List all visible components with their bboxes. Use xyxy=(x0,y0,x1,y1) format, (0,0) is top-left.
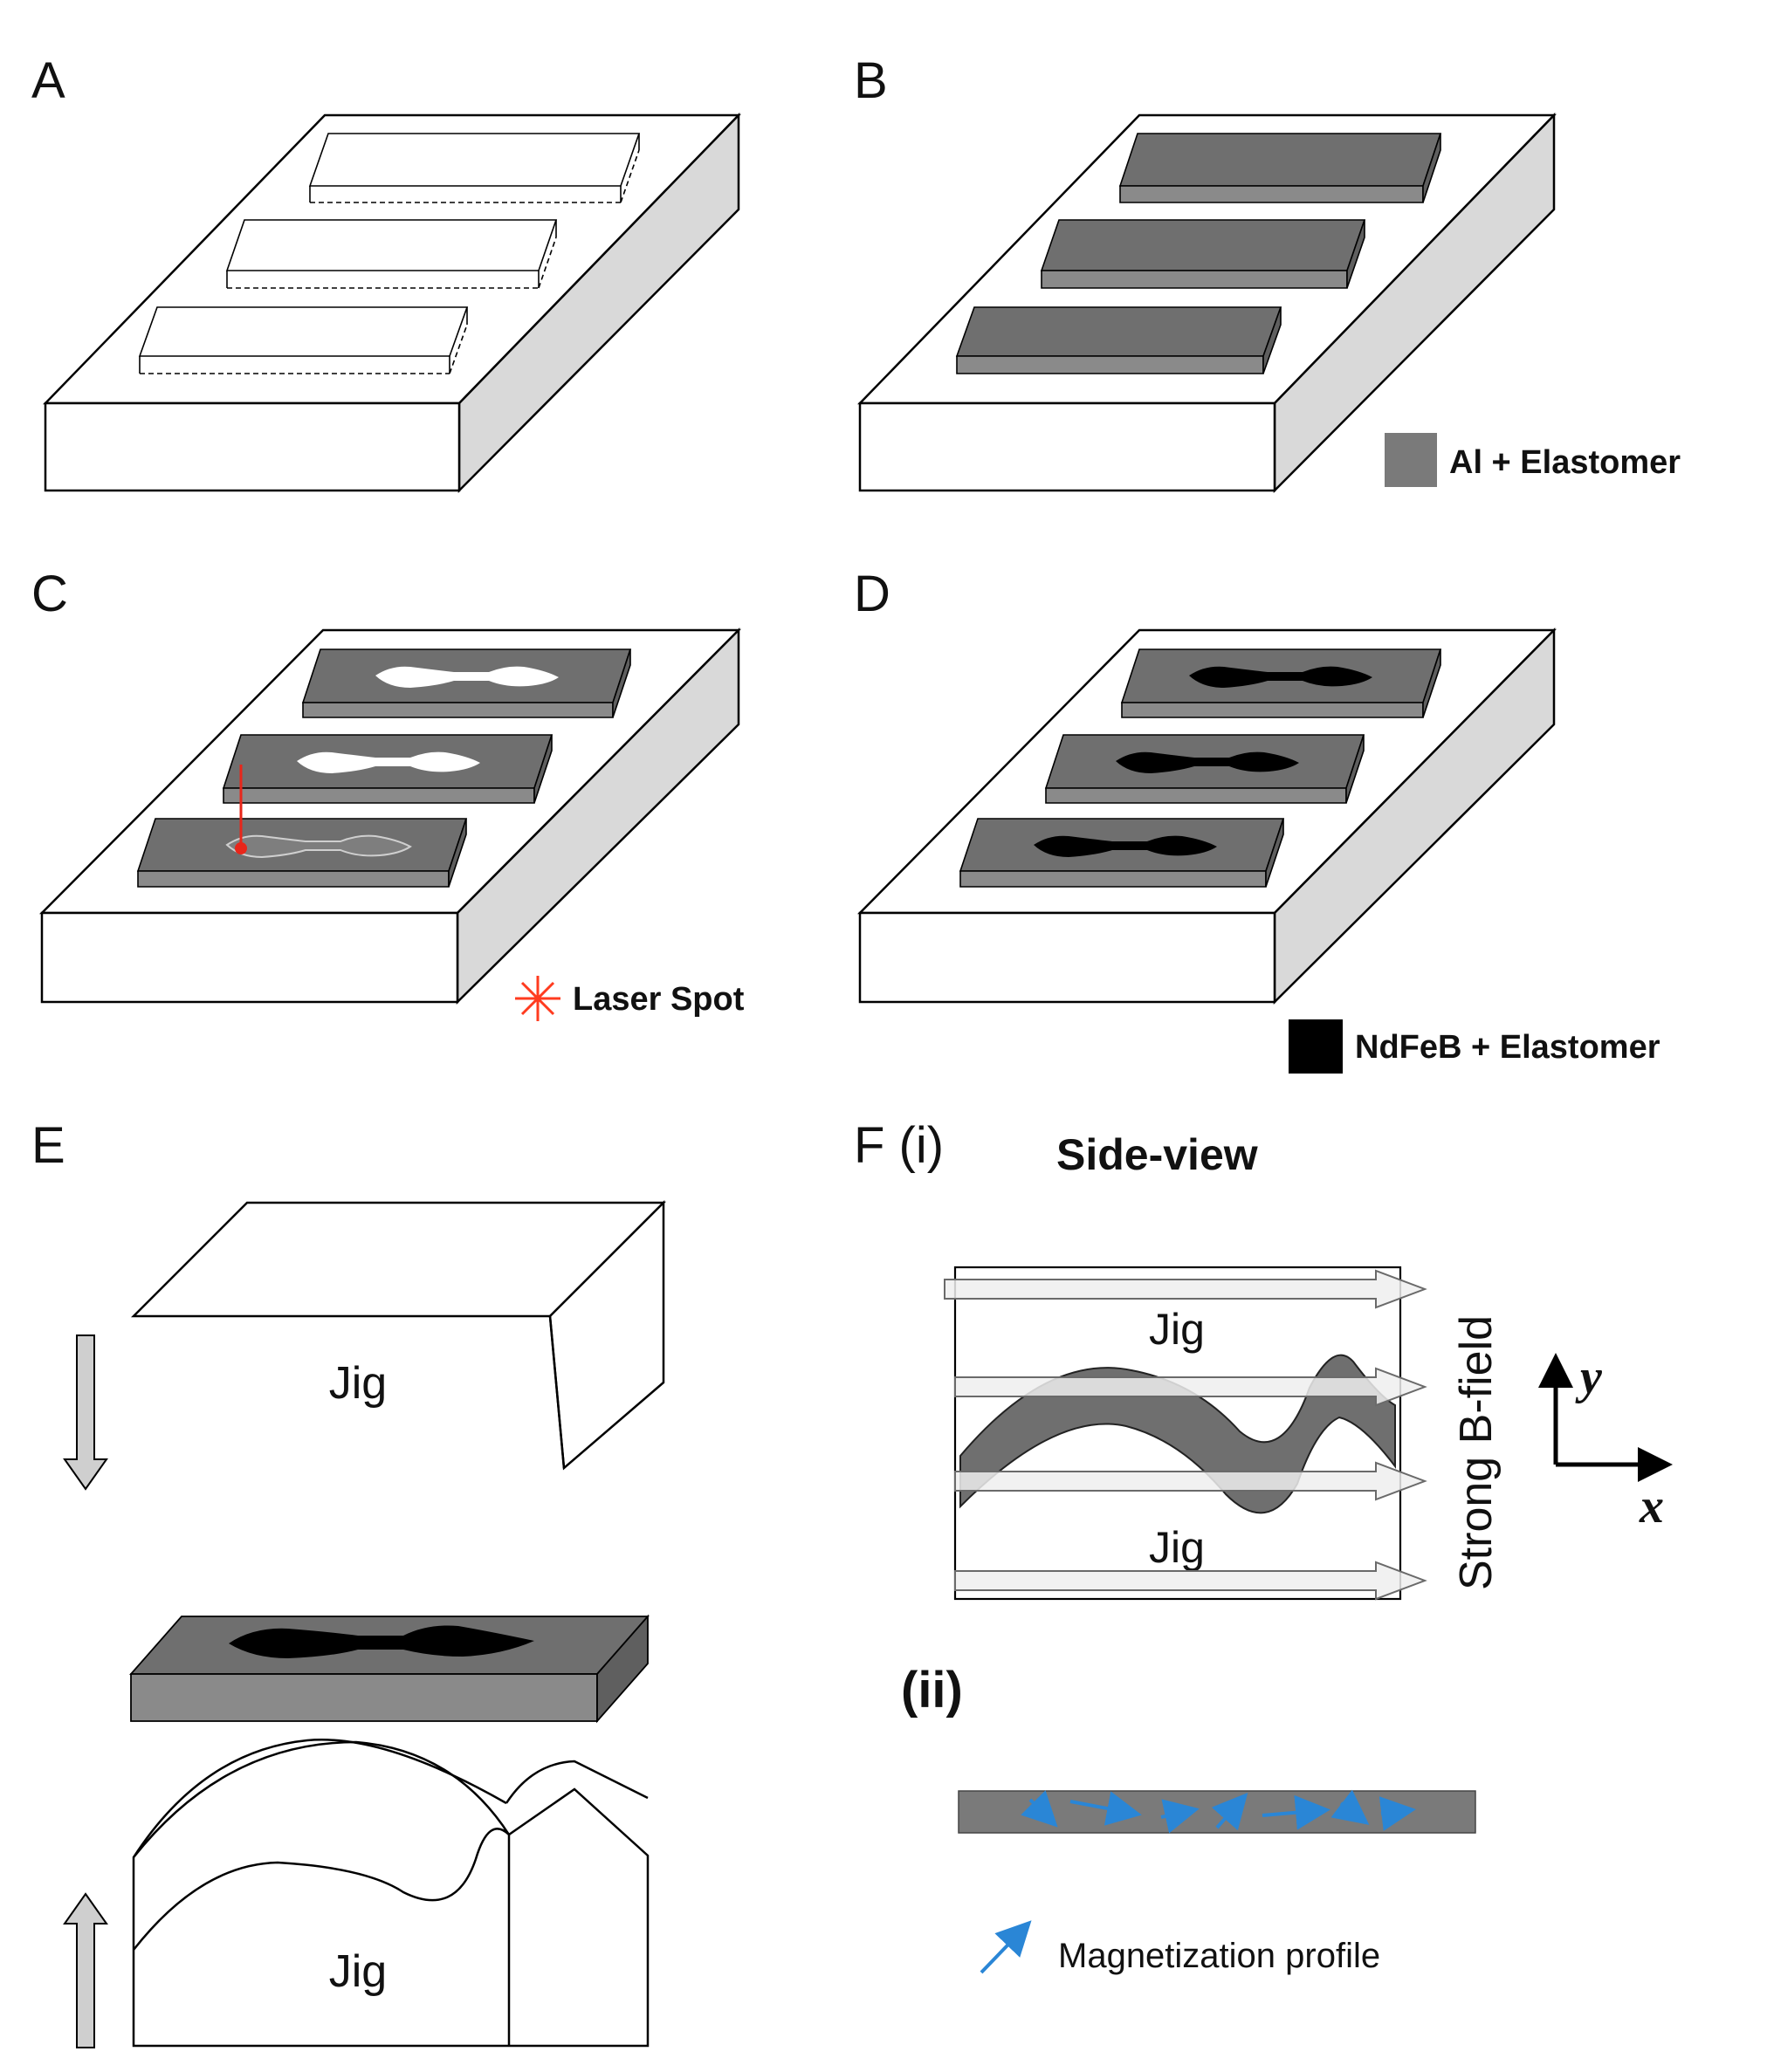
panel-e-jig-bottom-label: Jig xyxy=(329,1946,387,1997)
panel-d-filled-slabs xyxy=(959,648,1442,888)
legend-label-laser-spot: Laser Spot xyxy=(573,981,745,1018)
panel-a-base-block xyxy=(43,112,741,494)
panel-f-axes xyxy=(1538,1353,1673,1482)
panel-d-ndfeb-inserts xyxy=(1034,666,1372,857)
panel-f-field-arrows xyxy=(944,1269,1427,1601)
panel-e-ndfeb-pattern xyxy=(229,1625,534,1658)
legend-swatch-al-elastomer xyxy=(1385,433,1437,487)
panel-f-title: Side-view xyxy=(1056,1130,1258,1179)
panel-f-jig-top-label: Jig xyxy=(1149,1305,1205,1354)
panel-label-b: B xyxy=(854,52,888,109)
panel-e-jig-top-label: Jig xyxy=(329,1358,387,1409)
panel-e-up-arrow xyxy=(63,1892,108,2048)
panel-e-down-arrow xyxy=(63,1334,108,1491)
panel-label-d: D xyxy=(854,566,890,622)
panel-f-axis-x: x xyxy=(1639,1479,1664,1533)
laser-spot-icon xyxy=(515,976,560,1021)
panel-f-axis-y: y xyxy=(1575,1350,1603,1404)
panel-a-empty-slots xyxy=(138,133,641,374)
laser-beam xyxy=(235,765,247,854)
legend-swatch-ndfeb-elastomer xyxy=(1289,1019,1343,1074)
panel-c-cut-shapes xyxy=(225,666,559,859)
panel-f-ii-magnetization-arrows xyxy=(1021,1789,1416,1834)
panel-label-f: F (i) xyxy=(854,1117,944,1174)
panel-e-slab xyxy=(129,1614,650,1724)
panel-b-filled-slabs xyxy=(955,133,1442,374)
panel-e-bottom-jig xyxy=(132,1739,650,2048)
legend-label-magnetization: Magnetization profile xyxy=(1058,1937,1380,1975)
legend-label-ndfeb-elastomer: NdFeB + Elastomer xyxy=(1355,1029,1660,1066)
panel-label-a: A xyxy=(31,52,65,109)
magnetization-legend-arrow xyxy=(980,1920,1032,1974)
legend-label-al-elastomer: Al + Elastomer xyxy=(1449,444,1681,481)
panel-label-e: E xyxy=(31,1117,65,1174)
panel-label-c: C xyxy=(31,566,68,622)
panel-f-field-label: Strong B-field xyxy=(1451,1315,1502,1590)
panel-label-f-ii: (ii) xyxy=(901,1662,963,1719)
panel-f-jig-bottom-label: Jig xyxy=(1149,1523,1205,1572)
panel-e-top-jig xyxy=(130,1199,667,1471)
panel-c-cut-slabs xyxy=(136,648,632,888)
